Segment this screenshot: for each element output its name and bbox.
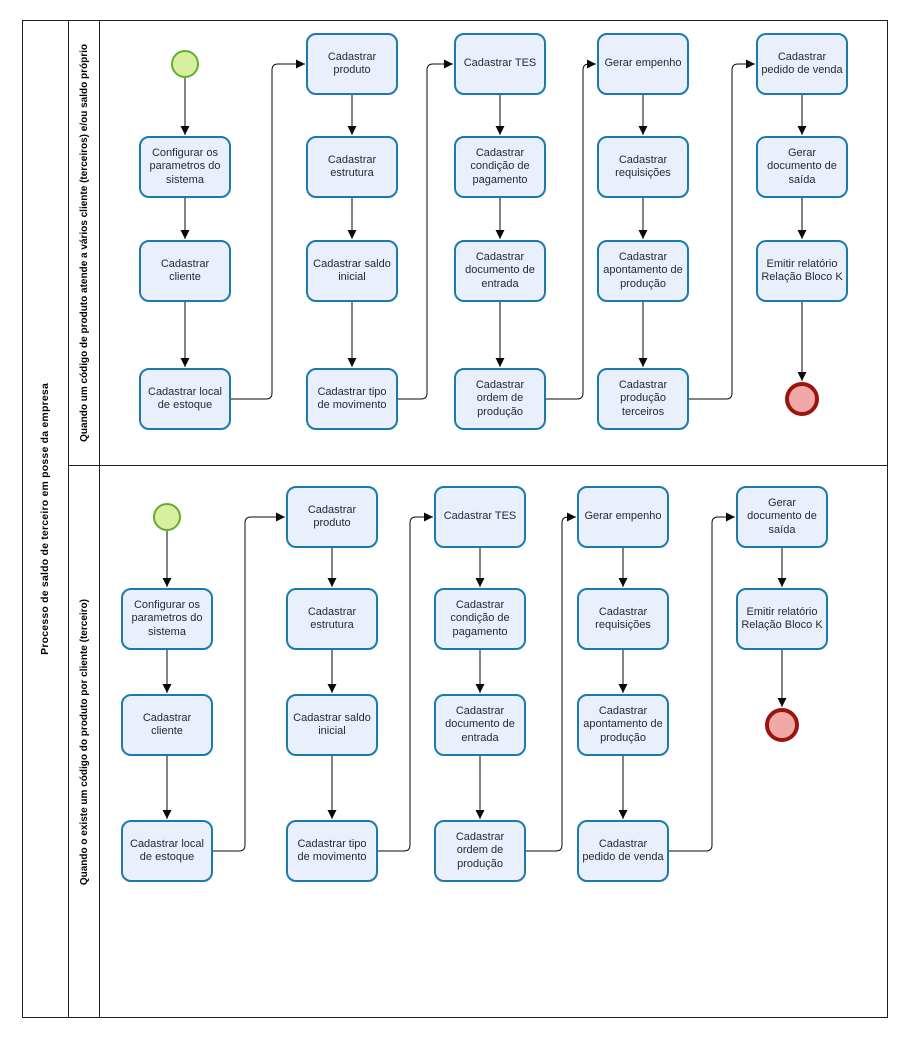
- task-node: Cadastrar tipo de movimento: [286, 820, 378, 882]
- task-node: Cadastrar documento de entrada: [434, 694, 526, 756]
- task-label: Cadastrar produto: [307, 503, 357, 529]
- task-label: Cadastrar saldo inicial: [313, 257, 391, 283]
- task-label: Gerar documento de saída: [747, 496, 817, 536]
- task-label: Emitir relatório Relação Bloco K: [741, 605, 823, 631]
- task-node: Cadastrar TES: [454, 33, 546, 95]
- task-node: Cadastrar produto: [286, 486, 378, 548]
- task-label: Cadastrar TES: [463, 57, 537, 70]
- task-label: Gerar empenho: [604, 57, 682, 70]
- flow-connector: [546, 59, 596, 400]
- task-node: Cadastrar apontamento de produção: [597, 240, 689, 302]
- task-label: Cadastrar apontamento de produção: [603, 250, 683, 290]
- task-label: Cadastrar pedido de venda: [582, 837, 664, 863]
- task-label: Cadastrar requisições: [615, 153, 671, 179]
- task-label: Cadastrar ordem de produção: [475, 378, 525, 418]
- task-node: Cadastrar local de estoque: [139, 368, 231, 430]
- task-label: Gerar documento de saída: [767, 146, 837, 186]
- task-label: Cadastrar documento de entrada: [465, 250, 535, 290]
- flow-connector: [689, 59, 755, 400]
- task-node: Configurar os parametros do sistema: [139, 136, 231, 198]
- task-node: Cadastrar apontamento de produção: [577, 694, 669, 756]
- task-node: Gerar documento de saída: [736, 486, 828, 548]
- flow-connector: [378, 512, 433, 852]
- lane2-title: Quando o existe um código do produto por…: [78, 598, 90, 886]
- task-node: Gerar documento de saída: [756, 136, 848, 198]
- task-node: Cadastrar TES: [434, 486, 526, 548]
- task-label: Cadastrar produto: [327, 50, 377, 76]
- task-label: Cadastrar condição de pagamento: [470, 146, 530, 186]
- lane1-label-strip: Quando um código de produto atende a vár…: [69, 20, 100, 465]
- task-node: Cadastrar requisições: [597, 136, 689, 198]
- task-label: Cadastrar local de estoque: [130, 837, 204, 863]
- task-node: Cadastrar saldo inicial: [286, 694, 378, 756]
- task-label: Cadastrar estrutura: [307, 605, 357, 631]
- task-node: Gerar empenho: [577, 486, 669, 548]
- task-node: Emitir relatório Relação Bloco K: [756, 240, 848, 302]
- lane-divider: [100, 465, 888, 466]
- end-event: [765, 708, 799, 742]
- task-node: Gerar empenho: [597, 33, 689, 95]
- task-node: Cadastrar estrutura: [306, 136, 398, 198]
- task-node: Cadastrar condição de pagamento: [434, 588, 526, 650]
- start-event: [153, 503, 181, 531]
- task-label: Cadastrar tipo de movimento: [297, 837, 367, 863]
- flow-connector: [231, 59, 305, 400]
- flow-connector: [213, 512, 285, 852]
- task-node: Configurar os parametros do sistema: [121, 588, 213, 650]
- task-node: Cadastrar ordem de produção: [434, 820, 526, 882]
- task-node: Cadastrar produção terceiros: [597, 368, 689, 430]
- task-node: Cadastrar condição de pagamento: [454, 136, 546, 198]
- task-label: Cadastrar TES: [443, 510, 517, 523]
- task-label: Emitir relatório Relação Bloco K: [761, 257, 843, 283]
- task-node: Cadastrar cliente: [139, 240, 231, 302]
- task-node: Cadastrar documento de entrada: [454, 240, 546, 302]
- task-label: Cadastrar produção terceiros: [618, 378, 668, 418]
- task-label: Configurar os parametros do sistema: [131, 598, 203, 638]
- task-node: Cadastrar pedido de venda: [577, 820, 669, 882]
- lane1-title: Quando um código de produto atende a vár…: [78, 43, 90, 442]
- task-label: Cadastrar pedido de venda: [761, 50, 843, 76]
- flow-connector: [398, 59, 453, 400]
- lane2-label-strip: Quando o existe um código do produto por…: [69, 465, 100, 1018]
- pool-label-strip: Processo de saldo de terceiro em posse d…: [22, 20, 69, 1018]
- end-event: [785, 382, 819, 416]
- task-node: Cadastrar tipo de movimento: [306, 368, 398, 430]
- task-label: Cadastrar saldo inicial: [293, 711, 371, 737]
- task-label: Cadastrar requisições: [595, 605, 651, 631]
- task-node: Emitir relatório Relação Bloco K: [736, 588, 828, 650]
- task-node: Cadastrar ordem de produção: [454, 368, 546, 430]
- task-node: Cadastrar produto: [306, 33, 398, 95]
- task-label: Cadastrar estrutura: [327, 153, 377, 179]
- task-node: Cadastrar estrutura: [286, 588, 378, 650]
- flow-connector: [526, 512, 576, 852]
- task-node: Cadastrar saldo inicial: [306, 240, 398, 302]
- task-label: Cadastrar local de estoque: [148, 385, 222, 411]
- task-node: Cadastrar requisições: [577, 588, 669, 650]
- start-event: [171, 50, 199, 78]
- task-node: Cadastrar cliente: [121, 694, 213, 756]
- task-label: Cadastrar condição de pagamento: [450, 598, 510, 638]
- task-node: Cadastrar local de estoque: [121, 820, 213, 882]
- task-label: Cadastrar cliente: [160, 257, 210, 283]
- task-label: Configurar os parametros do sistema: [149, 146, 221, 186]
- task-label: Cadastrar cliente: [142, 711, 192, 737]
- flow-connector: [669, 512, 735, 852]
- task-label: Cadastrar ordem de produção: [455, 830, 505, 870]
- task-label: Cadastrar apontamento de produção: [583, 704, 663, 744]
- task-node: Cadastrar pedido de venda: [756, 33, 848, 95]
- task-label: Cadastrar documento de entrada: [445, 704, 515, 744]
- pool-border: [22, 20, 888, 1018]
- task-label: Cadastrar tipo de movimento: [317, 385, 387, 411]
- pool-title: Processo de saldo de terceiro em posse d…: [39, 383, 51, 655]
- task-label: Gerar empenho: [584, 510, 662, 523]
